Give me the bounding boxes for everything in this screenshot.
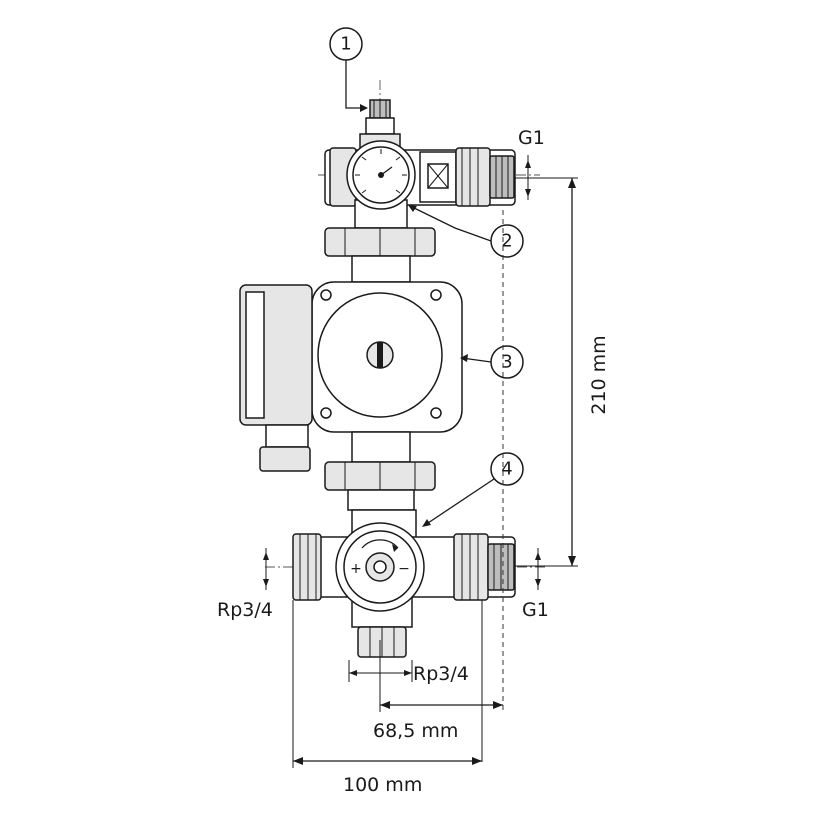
thread-label-bottom-right: G1 (522, 599, 549, 621)
leader-line-1 (345, 60, 366, 109)
leader-line-4 (424, 478, 495, 526)
dimension-label-100mm: 100 mm (343, 774, 422, 796)
callout-number-4: 4 (501, 459, 512, 480)
callout-number-3: 3 (501, 352, 512, 373)
check-valve-x-symbol (427, 163, 449, 189)
valve-plus-mark: + (350, 561, 362, 577)
mixing-valve (292, 509, 516, 658)
thread-label-bottom-left: Rp3/4 (217, 599, 273, 621)
thermometer-gauge (346, 140, 416, 229)
thread-label-bottom-center: Rp3/4 (413, 663, 469, 685)
thread-label-top-right: G1 (518, 127, 545, 149)
valve-minus-mark: − (398, 561, 410, 577)
dimension-label-68-5mm: 68,5 mm (373, 720, 458, 742)
callout-number-1: 1 (340, 34, 351, 55)
callout-circle-4 (490, 452, 524, 486)
callout-number-2: 2 (501, 231, 512, 252)
dimension-label-210mm: 210 mm (588, 335, 610, 414)
circulation-pump (239, 281, 463, 472)
leader-line-2 (409, 205, 492, 242)
